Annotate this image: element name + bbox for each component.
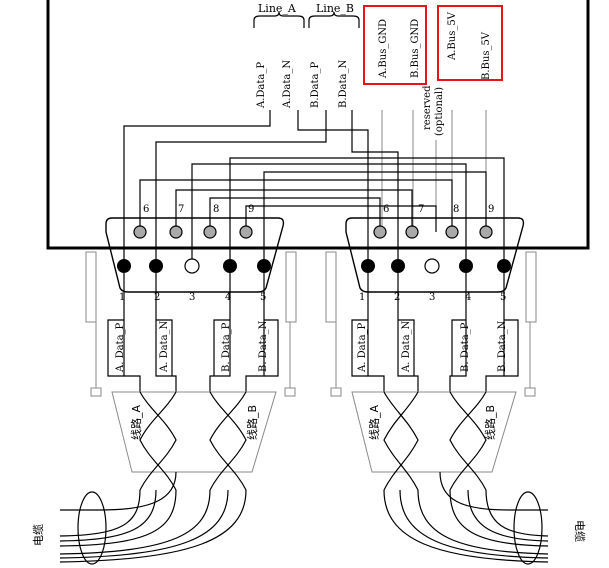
- pin-label-3: 3: [189, 292, 195, 303]
- pin-label-7: 7: [178, 204, 184, 215]
- b-data-n-label: B.Data_N: [338, 60, 349, 108]
- pin-2-right: [391, 259, 405, 273]
- b-bus-5v-label: B.Bus_5V: [481, 31, 492, 80]
- wire-label-b-data-p: B. Data_P: [221, 322, 232, 372]
- pin-label-8: 8: [213, 204, 219, 215]
- pin-6-left: [133, 225, 147, 239]
- pin-2-left: [149, 259, 163, 273]
- pin-label-6: 6: [143, 204, 149, 215]
- pin-7-left: [169, 225, 183, 239]
- cable-label-right: 电缆: [573, 520, 586, 542]
- a-data-p-label: A.Data_P: [256, 62, 267, 109]
- wire-label-b-data-p: B. Data_P: [460, 322, 471, 372]
- pin-label-5: 5: [260, 292, 266, 303]
- pin-3-right: [424, 258, 440, 274]
- pin-label-2: 2: [154, 292, 160, 303]
- line-b-cn-label: 线路_B: [245, 405, 259, 440]
- pin-label-3: 3: [429, 292, 435, 303]
- line-b-label: Line_B: [316, 2, 354, 15]
- pin-1-right: [361, 259, 375, 273]
- pin-label-9: 9: [488, 204, 494, 215]
- line-a-cn-label: 线路_A: [129, 405, 143, 440]
- line-b-cn-label: 线路_B: [483, 405, 497, 440]
- pin-label-1: 1: [119, 292, 125, 303]
- wire-label-b-data-n: B. Data_N: [497, 320, 508, 372]
- pin-7-right: [405, 225, 419, 239]
- wire-label-a-data-n: A. Data_N: [401, 320, 412, 373]
- pin-label-2: 2: [394, 292, 400, 303]
- routing-wires: [123, 110, 505, 266]
- pin-label-8: 8: [453, 204, 459, 215]
- pin-label-7: 7: [418, 204, 424, 215]
- enclosure-outline: [46, 0, 590, 250]
- a-data-n-label: A.Data_N: [282, 60, 293, 109]
- pin-label-1: 1: [359, 292, 365, 303]
- optional-label: (optional): [434, 87, 445, 136]
- pin-8-left: [203, 225, 217, 239]
- pin-4-left: [223, 259, 237, 273]
- b-data-p-label: B.Data_P: [310, 62, 321, 108]
- highlight-box-gnd: [363, 5, 427, 85]
- cable-label-left: 电缆: [32, 524, 45, 546]
- wire-label-a-data-p: A. Data_P: [357, 322, 368, 373]
- pin-label-5: 5: [500, 292, 506, 303]
- pin-8-right: [445, 225, 459, 239]
- pin-6-right: [373, 225, 387, 239]
- wire-label-b-data-n: B. Data_N: [258, 320, 269, 372]
- pin-5-left: [257, 259, 271, 273]
- pin-label-9: 9: [248, 204, 254, 215]
- pin-label-6: 6: [383, 204, 389, 215]
- line-a-label: Line_A: [258, 2, 297, 15]
- wire-label-a-data-p: A. Data_P: [115, 322, 126, 373]
- cable-left: 电缆: [32, 471, 247, 565]
- pin-9-left: [239, 225, 253, 239]
- highlight-box-5v: [437, 5, 503, 81]
- highlight-boxes: [363, 5, 503, 85]
- b-bus-gnd-label: B.Bus_GND: [410, 19, 421, 78]
- cable-right: 电缆: [383, 471, 586, 565]
- line-a-cn-label: 线路_A: [367, 405, 381, 440]
- connector-left: 6 7 8 9 1 2 3 4 5 A. Data_P A. Data_N B.…: [85, 204, 297, 491]
- pin-label-4: 4: [225, 292, 231, 303]
- connector-right: 6 7 8 9 1 2 3 4 5 A. Data_P A. Data_N B.…: [325, 204, 537, 491]
- wire-label-a-data-n: A. Data_N: [159, 320, 170, 373]
- pin-1-left: [117, 259, 131, 273]
- a-bus-gnd-label: A.Bus_GND: [378, 19, 389, 79]
- pin-9-right: [479, 225, 493, 239]
- reserved-label: reserved: [422, 85, 433, 130]
- pin-5-right: [497, 259, 511, 273]
- pin-3-left: [184, 258, 200, 274]
- pin-4-right: [459, 259, 473, 273]
- top-signal-labels: Line_A Line_B A.Data_P A.Data_N B.Data_P…: [253, 2, 492, 136]
- a-bus-5v-label: A.Bus_5V: [447, 11, 458, 61]
- pin-label-4: 4: [465, 292, 471, 303]
